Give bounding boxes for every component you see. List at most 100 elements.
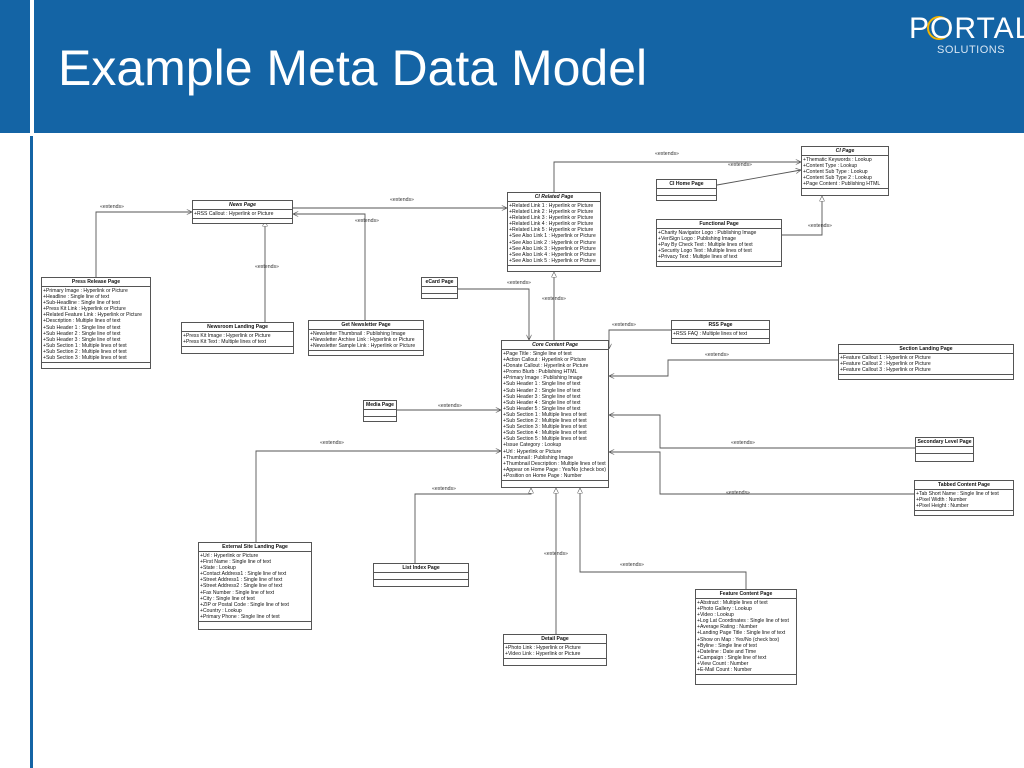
class-operations [502, 481, 608, 485]
class-attribute: +Pixel Width : Number [916, 497, 967, 504]
class-operations [657, 262, 781, 266]
class-rss-page: RSS Page+RSS FAQ : Multiple lines of tex… [671, 320, 770, 345]
class-attribute: +Sub Section 2 : Multiple lines of text [503, 418, 587, 425]
class-operations [182, 347, 293, 351]
class-attribute: +Sub Section 1 : Multiple lines of text [43, 342, 127, 349]
class-attribute: +Security Logo Text : Multiple lines of … [658, 248, 752, 255]
class-name: CI Home Page [657, 180, 716, 189]
edge-label: «extends» [255, 264, 279, 270]
class-attributes: +Tab Short Name : Single line of text+Pi… [915, 490, 1013, 512]
edge-label: «extends» [728, 162, 752, 168]
class-attribute: +Video Link : Hyperlink or Picture [505, 651, 581, 658]
class-attributes: +RSS Callout : Hyperlink or Picture [193, 210, 292, 220]
edge-label: «extends» [544, 551, 568, 557]
class-list-index-page: List Index Page [373, 563, 469, 587]
class-attribute: +Sub Section 5 : Multiple lines of text [503, 436, 587, 443]
class-name: RSS Page [672, 321, 769, 330]
class-attributes: +Related Link 1 : Hyperlink or Picture+R… [508, 202, 600, 266]
class-attribute: +Thumbnail Description : Multiple lines … [503, 460, 606, 467]
class-name: Media Page [364, 402, 396, 410]
edge-secondary-to-core [609, 415, 915, 449]
class-attribute: +Dateline : Date and Time [697, 648, 757, 655]
class-operations [802, 189, 888, 193]
class-attribute: +Fax Number : Single line of text [200, 589, 275, 596]
class-attributes: +Url : Hyperlink or Picture+First Name :… [199, 552, 311, 623]
class-attribute: +Feature Callout 3 : Hyperlink or Pictur… [840, 367, 931, 374]
edge-label: «extends» [542, 296, 566, 302]
class-ci-related-page: CI Related Page+Related Link 1 : Hyperli… [507, 192, 601, 272]
class-operations [42, 363, 150, 367]
class-attribute: +Video : Lookup [697, 612, 734, 619]
class-operations [199, 622, 311, 626]
class-attribute: +Primary Image : Publishing Image [503, 375, 583, 382]
class-feature-content-page: Feature Content Page+Abstract : Multiple… [695, 589, 797, 685]
class-attribute: +ZIP or Postal Code : Single line of tex… [200, 601, 289, 608]
edge-label: «extends» [320, 440, 344, 446]
class-attributes: +Thematic Keywords : Lookup+Content Type… [802, 156, 888, 190]
class-name: Detail Page [504, 635, 606, 644]
edge-press-to-news [95, 212, 192, 277]
portal-solutions-logo: PORTAL SOLUTIONS [903, 10, 1024, 58]
class-section-landing-page: Section Landing Page+Feature Callout 1 :… [838, 344, 1014, 381]
class-attribute: +VeriSign Logo : Publishing Image [658, 236, 737, 243]
class-attribute: +Related Link 2 : Hyperlink or Picture [509, 209, 594, 216]
class-name: List Index Page [374, 564, 468, 573]
class-attribute: +Related Link 1 : Hyperlink or Picture [509, 203, 594, 209]
edge-label: «extends» [100, 204, 124, 210]
class-attribute: +Show on Map : Yes/No (check box) [697, 636, 780, 643]
class-name: External Site Landing Page [199, 543, 311, 552]
class-tabbed-content-page: Tabbed Content Page+Tab Short Name : Sin… [914, 480, 1014, 517]
logo-text: PORTAL [909, 12, 1024, 45]
slide-title: Example Meta Data Model [58, 40, 648, 96]
logo-subtext: SOLUTIONS [937, 44, 1006, 56]
class-attribute: +Newsletter Sample Link : Hyperlink or P… [310, 343, 416, 350]
class-attribute: +Newsletter Thumbnail : Publishing Image [310, 331, 406, 337]
class-attribute: +Headline : Single line of text [43, 294, 110, 301]
class-core-content-page: Core Content Page+Page Title : Single li… [501, 340, 609, 488]
class-attribute: +Sub Section 2 : Multiple lines of text [43, 348, 127, 355]
class-name: Secondary Level Page [916, 439, 973, 447]
class-attribute: +Sub Section 4 : Multiple lines of text [503, 430, 587, 437]
class-operations [839, 375, 1013, 379]
edge-label: «extends» [726, 490, 750, 496]
class-attribute: +Appear on Home Page : Yes/No (check box… [503, 466, 606, 473]
edge-external-to-core [255, 451, 501, 542]
class-attribute: +Log Lat Coordinates : Single line of te… [697, 618, 789, 625]
class-attributes: +RSS FAQ : Multiple lines of text [672, 330, 769, 340]
class-attribute: +Pixel Height : Number [916, 503, 969, 510]
edge-feature-to-core [580, 488, 747, 589]
class-attribute: +Feature Callout 2 : Hyperlink or Pictur… [840, 361, 931, 368]
class-attribute: +Description : Multiple lines of text [43, 318, 121, 325]
class-name: Feature Content Page [696, 590, 796, 599]
class-operations [504, 659, 606, 663]
class-attribute: +Press Kit Image : Hyperlink or Picture [183, 333, 271, 339]
edge-label: «extends» [620, 562, 644, 568]
edge-list-to-core [414, 488, 531, 563]
class-name: CI Page [802, 147, 888, 156]
header-underline [0, 133, 1024, 136]
class-attribute: +Privacy Text : Multiple lines of text [658, 254, 738, 261]
class-name: Press Release Page [42, 278, 150, 287]
edge-label: «extends» [438, 403, 462, 409]
class-attribute: +Page Content : Publishing HTML [803, 181, 881, 188]
edge-label: «extends» [808, 223, 832, 229]
class-name: Section Landing Page [839, 345, 1013, 354]
class-attribute: +State : Lookup [200, 565, 236, 572]
class-attribute: +See Also Link 3 : Hyperlink or Picture [509, 245, 596, 252]
class-attribute: +Pay By Check Text : Multiple lines of t… [658, 242, 753, 249]
class-attribute: +RSS FAQ : Multiple lines of text [673, 331, 748, 337]
class-secondary-level-page: Secondary Level Page [915, 437, 974, 462]
class-news-page: News Page+RSS Callout : Hyperlink or Pic… [192, 200, 293, 225]
class-attribute: +Related Link 4 : Hyperlink or Picture [509, 221, 594, 228]
edge-functional-to-ci-page [782, 196, 822, 236]
class-operations [374, 580, 468, 584]
class-attribute: +Sub Header 5 : Single line of text [503, 405, 581, 412]
left-rule [30, 136, 33, 768]
slide-header: Example Meta Data Model PORTAL SOLUTIONS [0, 0, 1024, 133]
class-name: eCard Page [422, 278, 457, 287]
class-media-page: Media Page [363, 400, 397, 422]
edge-label: «extends» [507, 280, 531, 286]
class-attributes: +Newsletter Thumbnail : Publishing Image… [309, 330, 423, 352]
class-attribute: +See Also Link 1 : Hyperlink or Picture [509, 233, 596, 240]
